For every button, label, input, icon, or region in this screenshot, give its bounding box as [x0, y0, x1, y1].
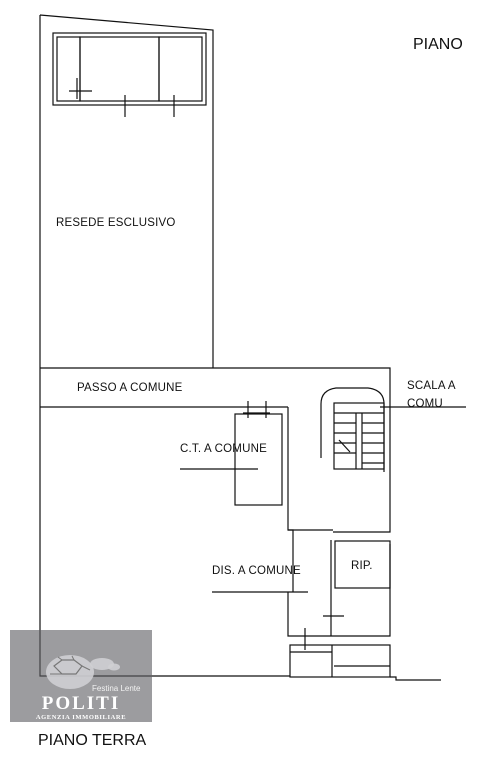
dis-label: DIS. A COMUNE — [212, 565, 301, 577]
ct-box — [234, 413, 283, 506]
scala-label-line1: SCALA A — [407, 380, 456, 392]
logo-brand: POLITI — [41, 693, 121, 714]
agency-logo: Festina Lente POLITI AGENZIA IMMOBILIARE — [10, 630, 152, 722]
logo-subtitle: AGENZIA IMMOBILIARE — [35, 714, 127, 721]
resede-outline — [39, 14, 214, 368]
pergola-outer — [52, 32, 207, 106]
passo-label: PASSO A COMUNE — [77, 382, 183, 394]
turtle-icon — [46, 655, 120, 689]
stair-outline — [320, 387, 385, 472]
resede-label: RESEDE ESCLUSIVO — [56, 217, 176, 229]
ct-label: C.T. A COMUNE — [180, 443, 267, 455]
dis-wall — [287, 544, 391, 637]
rip-label: RIP. — [351, 560, 373, 572]
scala-label-line2: COMU — [407, 398, 443, 410]
pergola-inner-right — [158, 36, 203, 102]
floor-label-bottom: PIANO TERRA — [38, 732, 147, 749]
logo-tagline: Festina Lente — [92, 684, 141, 693]
floor-label-top: PIANO — [413, 36, 463, 53]
rip-box — [334, 540, 391, 589]
